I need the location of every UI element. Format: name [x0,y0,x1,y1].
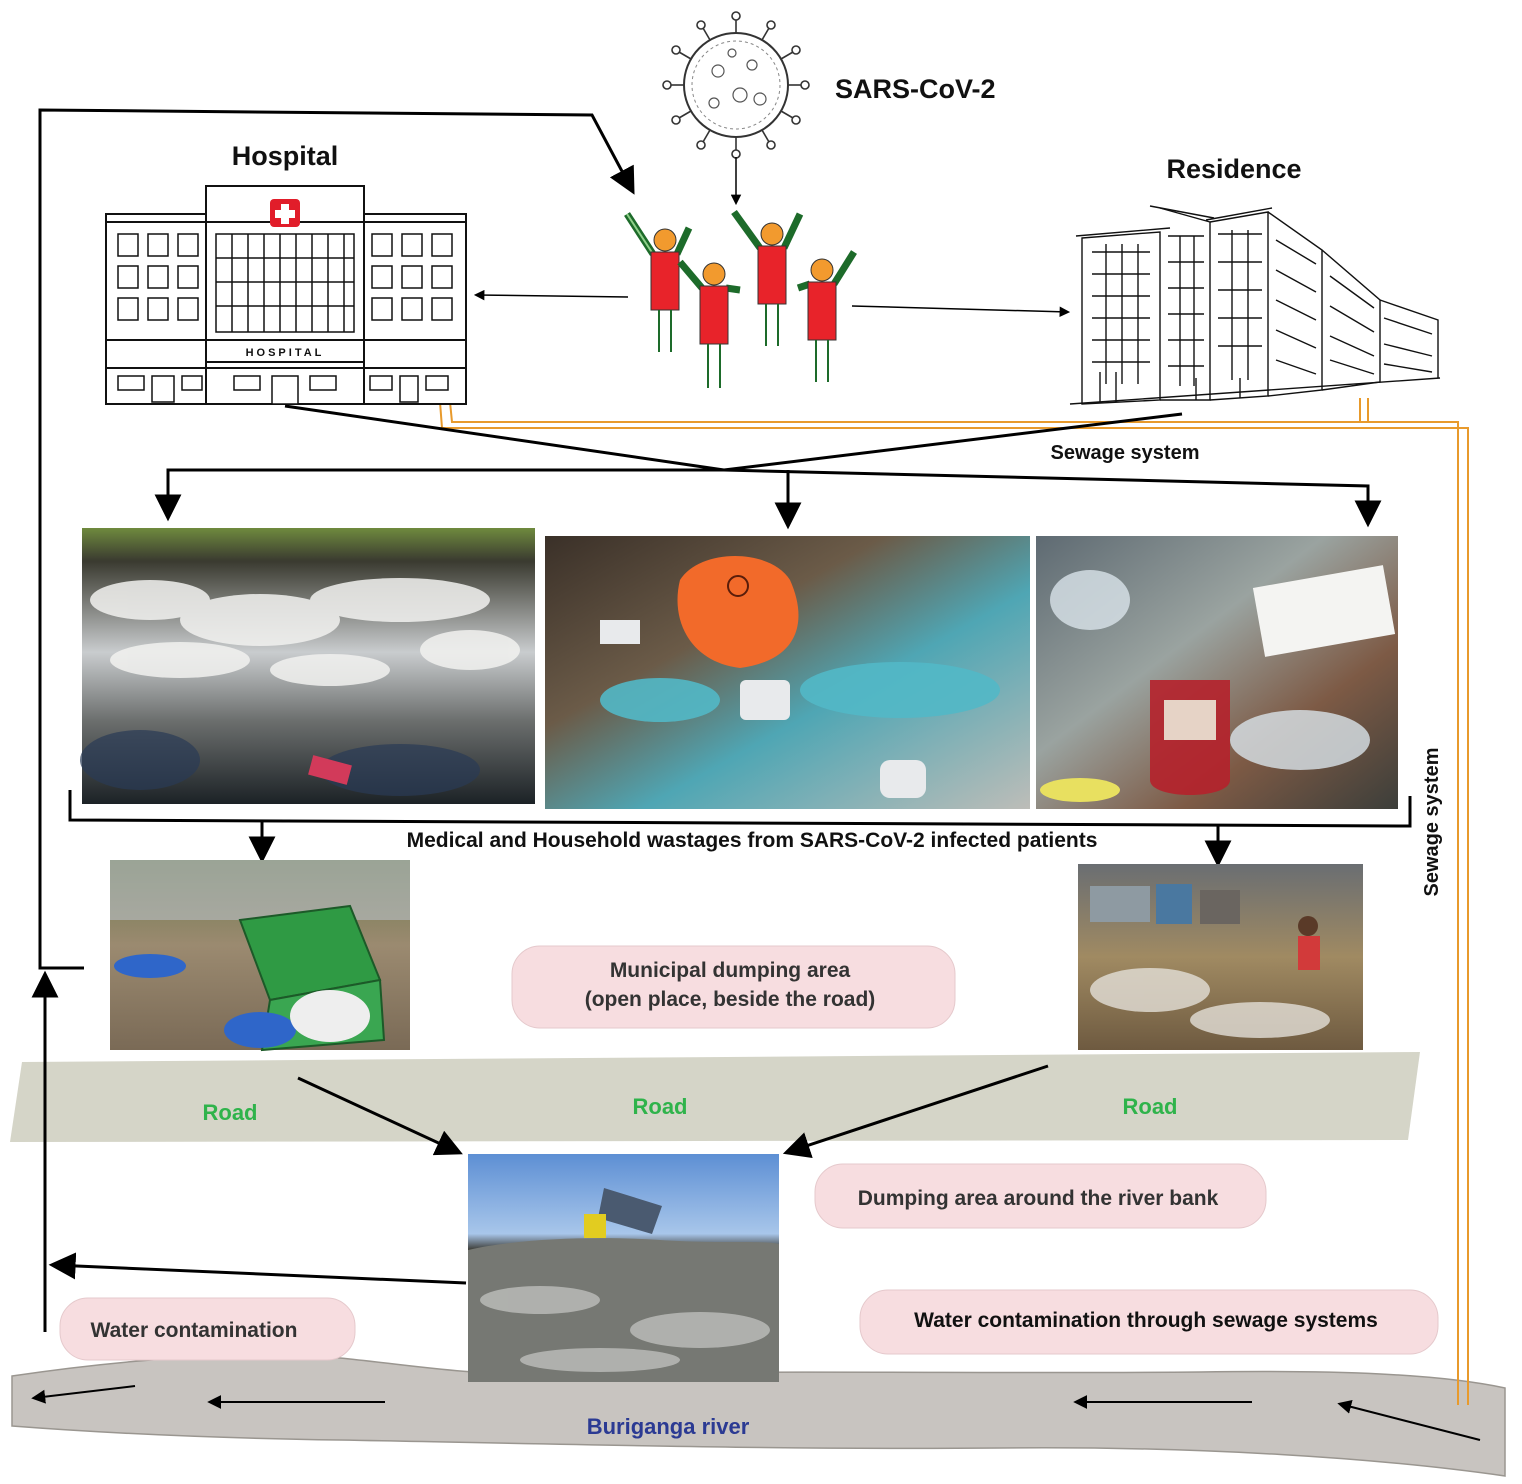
people-to-hospital-arrow [473,289,629,301]
infected-people-group-icon [624,209,857,388]
person-1-icon [624,212,693,352]
person-3-icon [731,209,804,346]
person-4-icon [796,250,857,382]
municipal-label-line2: (open place, beside the road) [585,988,876,1011]
waste-branch-right [723,468,1382,528]
water-contamination-label: Water contamination [91,1319,298,1342]
river-bank-dumping-label: Dumping area around the river bank [858,1187,1219,1210]
residence-label: Residence [1166,154,1301,184]
open-waste-dump-photo [80,528,535,804]
sewer-pipe-inner [449,401,1459,1405]
road-label-1: Road [203,1100,258,1125]
waste-caption: Medical and Household wastages from SARS… [407,829,1098,852]
medical-cross-icon [275,204,295,224]
water-contamination-sewage-label: Water contamination through sewage syste… [914,1309,1378,1332]
residence-building-sketch-icon [1069,205,1441,405]
river-label: Buriganga river [587,1414,750,1439]
sewage-system-label-vertical: Sewage system [1421,748,1443,897]
roadside-dumpster-photo [110,860,410,1052]
waste-branch-left [154,468,724,522]
municipal-label-line1: Municipal dumping area [610,959,851,982]
right-road-to-riverbank-arrow [782,1064,1049,1159]
river-bank-dumping-pill [814,1163,1267,1229]
road-label-3: Road [1123,1094,1178,1119]
riverbank-dump-truck-photo [468,1154,779,1382]
waste-bracket [68,790,1412,828]
river-flow-arrow-4 [1337,1400,1481,1441]
hospital-building-icon [105,185,467,405]
virus-label: SARS-CoV-2 [835,74,996,104]
blood-bag-medical-waste-photo [1036,536,1398,809]
hospital-sign-text: HOSPITAL [246,347,325,359]
person-2-icon [677,259,741,388]
people-to-residence-arrow [851,305,1071,318]
water-contamination-sewage-pill [859,1289,1439,1355]
buriganga-river-band [11,1354,1506,1477]
hospital-label: Hospital [232,141,339,171]
road-band [10,1052,1420,1142]
riverbank-to-water-contamination-arrow [48,1252,467,1285]
road-label-2: Road [633,1094,688,1119]
water-contamination-pill [59,1297,356,1361]
hospital-to-waste-line [284,404,725,472]
biohazard-medical-waste-photo [545,536,1030,809]
river-flow-arrow-1 [31,1385,136,1404]
residence-to-waste-line [723,412,1183,472]
municipal-dumping-area-pill [511,945,956,1029]
feedback-loop-line [38,108,635,970]
sewer-pipe-outer [439,401,1469,1405]
sewage-system-label-horizontal: Sewage system [1051,442,1200,464]
sars-cov-2-virus-icon [662,11,810,159]
left-road-to-riverbank-arrow [297,1076,463,1156]
street-waste-scavenger-photo [1078,864,1363,1050]
